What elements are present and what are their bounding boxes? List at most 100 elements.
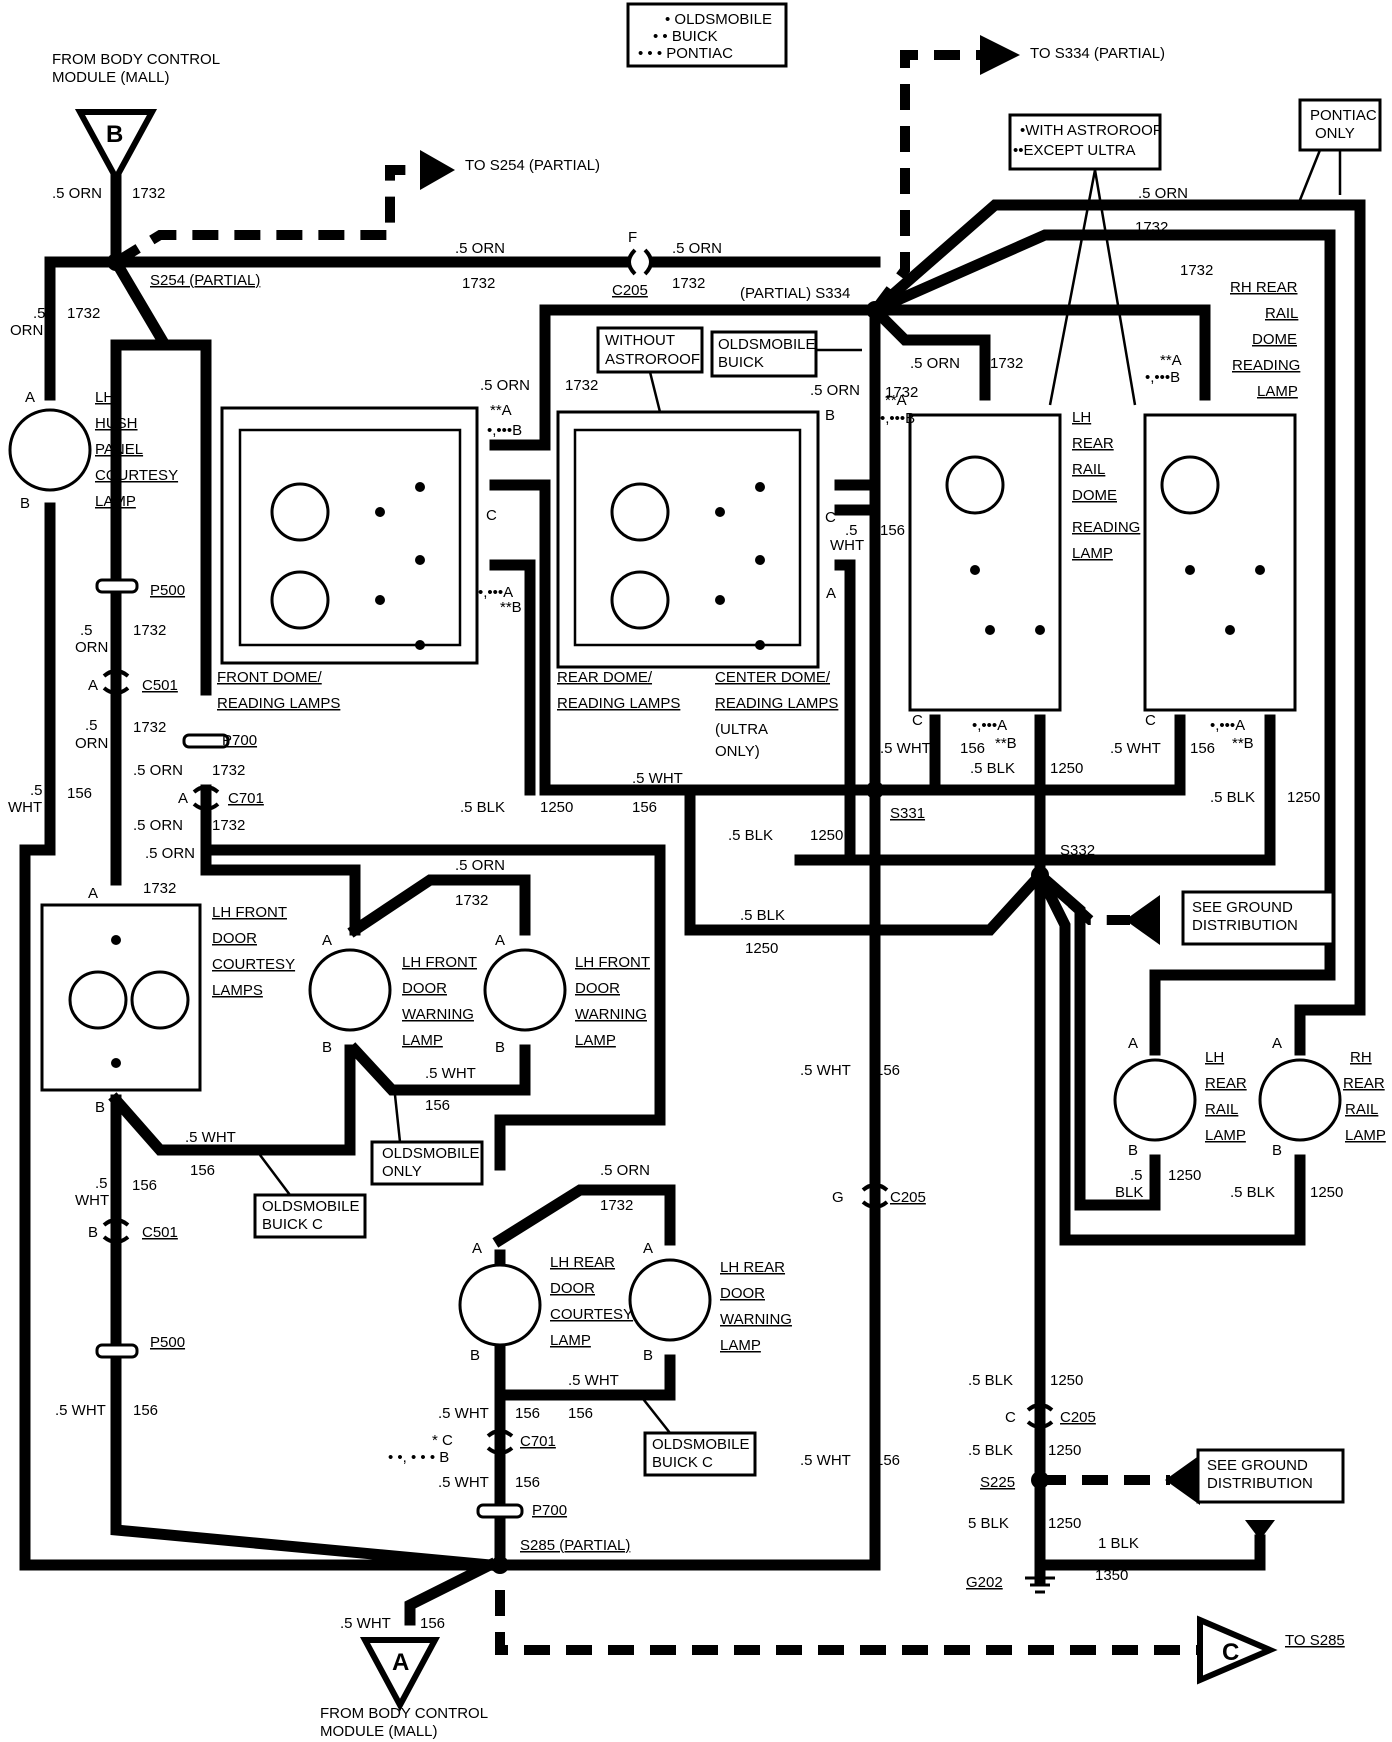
svg-text:LAMP: LAMP — [1345, 1127, 1386, 1144]
svg-text:LAMP: LAMP — [1205, 1127, 1246, 1144]
svg-text:.5 WHT: .5 WHT — [55, 1402, 106, 1419]
ground-g202-icon — [1025, 1576, 1055, 1594]
svg-text:OLDSMOBILE: OLDSMOBILE — [718, 336, 816, 353]
note-see-ground-1: SEE GROUND DISTRIBUTION — [1181, 890, 1335, 946]
svg-text:C205: C205 — [612, 282, 648, 299]
svg-text:A: A — [88, 677, 98, 694]
svg-text:1250: 1250 — [810, 827, 843, 844]
label-s254: S254 (PARTIAL) — [150, 272, 260, 289]
svg-text:1250: 1250 — [1048, 1515, 1081, 1532]
svg-text:**B: **B — [995, 735, 1017, 752]
svg-text:.5 WHT: .5 WHT — [438, 1474, 489, 1491]
svg-text:156: 156 — [875, 1062, 900, 1079]
svg-text:.5 ORN: .5 ORN — [480, 377, 530, 394]
svg-text:COURTESY: COURTESY — [550, 1306, 633, 1323]
svg-text:.5 ORN: .5 ORN — [910, 355, 960, 372]
svg-text:LH REAR: LH REAR — [720, 1259, 785, 1276]
svg-text:.5: .5 — [80, 622, 93, 639]
svg-text:1250: 1250 — [745, 940, 778, 957]
svg-text:LH FRONT: LH FRONT — [212, 904, 287, 921]
svg-text:5 BLK: 5 BLK — [968, 1515, 1009, 1532]
svg-text:C701: C701 — [520, 1433, 556, 1450]
svg-text:LAMP: LAMP — [550, 1332, 591, 1349]
svg-text:SEE GROUND: SEE GROUND — [1207, 1457, 1308, 1474]
svg-text:LH REAR: LH REAR — [550, 1254, 615, 1271]
label-s332: S332 — [1060, 842, 1095, 859]
svg-text:PONTIAC: PONTIAC — [1310, 107, 1377, 124]
svg-text:.5 ORN: .5 ORN — [600, 1162, 650, 1179]
svg-text:P500: P500 — [150, 1334, 185, 1351]
legend-buick: • • BUICK — [653, 28, 718, 45]
svg-text:1732: 1732 — [462, 275, 495, 292]
splice-s334 — [866, 301, 884, 319]
svg-text:PANEL: PANEL — [95, 441, 143, 458]
svg-text:LH: LH — [95, 389, 114, 406]
connector-a: A FROM BODY CONTROL MODULE (MALL) — [320, 1637, 488, 1740]
svg-text:C205: C205 — [890, 1189, 926, 1206]
svg-text:TO S285: TO S285 — [1285, 1632, 1345, 1649]
rh-rear-rail-lamp: A B RH REAR RAIL LAMP — [1258, 1035, 1386, 1159]
splice-s254 — [107, 253, 125, 271]
svg-text:DOOR: DOOR — [720, 1285, 765, 1302]
svg-text:WARNING: WARNING — [720, 1311, 792, 1328]
svg-text:C: C — [486, 507, 497, 524]
svg-text:156: 156 — [425, 1097, 450, 1114]
note-pontiac-only: PONTIAC ONLY — [1298, 98, 1382, 201]
svg-text:C: C — [825, 509, 836, 526]
svg-text:•,•••B: •,•••B — [1145, 369, 1180, 386]
label-s285: S285 (PARTIAL) — [520, 1537, 630, 1554]
svg-text:RH: RH — [1350, 1049, 1372, 1066]
svg-text:.5: .5 — [30, 782, 43, 799]
svg-text:1250: 1250 — [1050, 1372, 1083, 1389]
svg-text:1250: 1250 — [540, 799, 573, 816]
svg-text:.5 ORN: .5 ORN — [1185, 227, 1235, 244]
svg-text:READING LAMPS: READING LAMPS — [557, 695, 680, 712]
svg-text:FROM BODY CONTROL: FROM BODY CONTROL — [52, 51, 220, 68]
svg-text:.5: .5 — [845, 522, 858, 539]
svg-text:READING LAMPS: READING LAMPS — [715, 695, 838, 712]
svg-text:ORN: ORN — [75, 639, 108, 656]
splice-s285 — [491, 1556, 509, 1574]
label-s334: (PARTIAL) S334 — [740, 285, 850, 302]
svg-text:1732: 1732 — [67, 305, 100, 322]
svg-text:1732: 1732 — [565, 377, 598, 394]
svg-text:BLK: BLK — [1115, 1184, 1143, 1201]
connector-b-letter: B — [106, 121, 123, 148]
svg-text:LH FRONT: LH FRONT — [402, 954, 477, 971]
svg-text:WHT: WHT — [75, 1192, 109, 1209]
svg-text:DOOR: DOOR — [575, 980, 620, 997]
rh-rear-rail-dome-reading-lamp: C **A •,•••B •,•••A **B RH REAR RAIL DOM… — [1143, 279, 1300, 752]
wires — [19, 172, 1366, 1626]
svg-text:A: A — [472, 1240, 482, 1257]
svg-text:.5 BLK: .5 BLK — [1210, 789, 1255, 806]
label-s331: S331 — [890, 805, 925, 822]
svg-text:.5 BLK: .5 BLK — [968, 1442, 1013, 1459]
lh-front-door-warning-lamp-2: A B LH FRONT DOOR WARNING LAMP — [483, 932, 650, 1056]
svg-text:.5 WHT: .5 WHT — [880, 740, 931, 757]
label-s225: S225 — [980, 1474, 1015, 1491]
svg-text:CENTER DOME/: CENTER DOME/ — [715, 669, 831, 686]
svg-text:156: 156 — [190, 1162, 215, 1179]
svg-text:LH: LH — [1072, 409, 1091, 426]
svg-text:C205: C205 — [1060, 1409, 1096, 1426]
svg-text:1250: 1250 — [1310, 1184, 1343, 1201]
svg-text:1250: 1250 — [1287, 789, 1320, 806]
rear-center-dome-lamps: B C A REAR DOME/ READING LAMPS CENTER DO… — [556, 407, 838, 760]
svg-text:ONLY: ONLY — [1315, 125, 1355, 142]
svg-text:156: 156 — [1190, 740, 1215, 757]
label-g202: G202 — [966, 1574, 1003, 1591]
lh-rear-door-warning-lamp: A B LH REAR DOOR WARNING LAMP — [628, 1240, 792, 1364]
svg-text:.5: .5 — [1130, 1167, 1143, 1184]
svg-text:**A: **A — [490, 402, 512, 419]
svg-text:READING LAMPS: READING LAMPS — [217, 695, 340, 712]
svg-text:C: C — [1145, 712, 1156, 729]
svg-text:WITHOUT: WITHOUT — [605, 332, 675, 349]
svg-text:LAMP: LAMP — [95, 493, 136, 510]
svg-text:**B: **B — [1232, 735, 1254, 752]
svg-text:(ULTRA: (ULTRA — [715, 721, 768, 738]
splice-dots — [107, 253, 1049, 1574]
svg-text:FRONT DOME/: FRONT DOME/ — [217, 669, 323, 686]
svg-text:C: C — [912, 712, 923, 729]
svg-text:B: B — [322, 1039, 332, 1056]
svg-text:1732: 1732 — [133, 719, 166, 736]
